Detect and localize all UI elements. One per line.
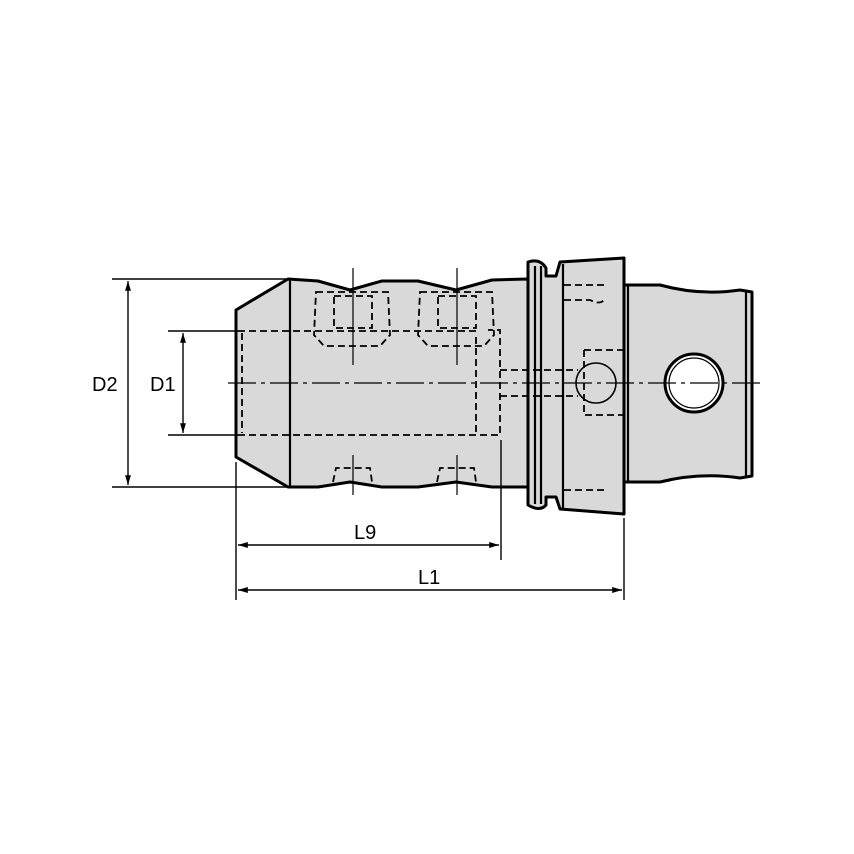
center-lines	[228, 268, 762, 495]
l1-label: L1	[418, 567, 440, 589]
dimension-d1: D1	[150, 333, 186, 433]
d2-label: D2	[92, 374, 118, 396]
l9-label: L9	[354, 522, 376, 544]
extension-lines	[112, 278, 625, 600]
dimension-d2: D2	[92, 281, 131, 485]
d1-label: D1	[150, 374, 176, 396]
dimension-l1: L1	[238, 567, 622, 593]
dimension-l9: L9	[238, 522, 499, 548]
hidden-features	[238, 284, 624, 491]
